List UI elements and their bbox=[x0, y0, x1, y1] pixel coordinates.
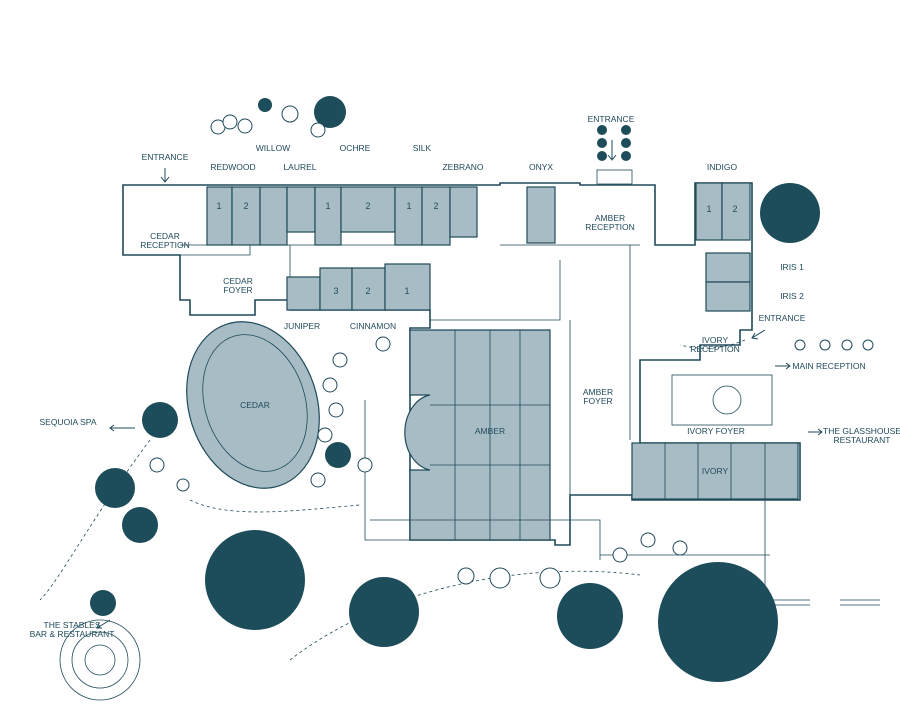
label-cedar: CEDAR bbox=[240, 400, 270, 410]
room-redwood-2[interactable] bbox=[231, 186, 261, 246]
room-cinnamon-1[interactable] bbox=[384, 263, 431, 311]
room-cinnamon-3[interactable] bbox=[319, 267, 353, 311]
room-number: 2 bbox=[433, 201, 438, 211]
label-stables: THE STABLES bbox=[44, 620, 101, 630]
label-iris-2: IRIS 2 bbox=[780, 291, 804, 301]
room-cedar[interactable] bbox=[166, 304, 340, 505]
room-silk-1[interactable] bbox=[394, 186, 423, 246]
room-willow[interactable] bbox=[259, 186, 288, 246]
label-cedar-reception: RECEPTION bbox=[140, 240, 190, 250]
label-main-reception: MAIN RECEPTION bbox=[792, 361, 865, 371]
room-ochre-2[interactable] bbox=[340, 186, 396, 233]
label-glasshouse: RESTAURANT bbox=[834, 435, 891, 445]
room-iris-1[interactable] bbox=[705, 252, 751, 283]
tree-icon bbox=[349, 577, 419, 647]
room-indigo-2[interactable] bbox=[721, 182, 751, 241]
label-sequoia-spa: SEQUOIA SPA bbox=[39, 417, 96, 427]
label-indigo: INDIGO bbox=[707, 162, 738, 172]
garden-paths bbox=[39, 339, 880, 661]
label-ochre: OCHRE bbox=[340, 143, 371, 153]
tree-icon bbox=[95, 468, 135, 508]
ivory-foyer-furniture bbox=[671, 374, 773, 426]
labels: ENTRANCE ENTRANCE ENTRANCE REDWOOD WILLO… bbox=[30, 114, 900, 639]
tree-icon bbox=[142, 402, 178, 438]
arrow-entrance-west bbox=[160, 168, 170, 183]
label-amber: AMBER bbox=[475, 426, 505, 436]
arrow-entrance-east bbox=[751, 329, 766, 340]
arrows bbox=[96, 140, 823, 629]
tree-icon bbox=[90, 590, 116, 616]
label-entrance-west: ENTRANCE bbox=[142, 152, 189, 162]
label-zebrano: ZEBRANO bbox=[442, 162, 483, 172]
label-cedar-foyer: CEDAR bbox=[223, 276, 253, 286]
building-outline bbox=[122, 169, 801, 546]
room-number: 1 bbox=[406, 201, 411, 211]
room-laurel[interactable] bbox=[286, 186, 316, 233]
tree-icon bbox=[658, 562, 778, 682]
room-number: 2 bbox=[243, 201, 248, 211]
label-entrance-north: ENTRANCE bbox=[588, 114, 635, 124]
label-amber-foyer: AMBER bbox=[583, 387, 613, 397]
label-willow: WILLOW bbox=[256, 143, 290, 153]
arrow-main-reception bbox=[775, 362, 791, 370]
room-ochre-1[interactable] bbox=[314, 186, 342, 246]
label-juniper: JUNIPER bbox=[284, 321, 320, 331]
room-number: 1 bbox=[404, 286, 409, 296]
label-redwood: REDWOOD bbox=[210, 162, 255, 172]
tree-icon bbox=[557, 583, 623, 649]
tree-icon bbox=[760, 183, 820, 243]
label-glasshouse: THE GLASSHOUSE bbox=[823, 426, 900, 436]
tree-icon bbox=[258, 98, 272, 112]
tree-icon bbox=[325, 442, 351, 468]
room-number: 3 bbox=[333, 286, 338, 296]
arrow-entrance-north bbox=[607, 140, 617, 161]
label-ivory: IVORY bbox=[702, 466, 729, 476]
label-ivory-foyer: IVORY FOYER bbox=[687, 426, 745, 436]
room-number: 1 bbox=[216, 201, 221, 211]
label-amber-reception: AMBER bbox=[595, 213, 625, 223]
room-silk-2[interactable] bbox=[421, 186, 451, 246]
label-cedar-foyer: FOYER bbox=[223, 285, 252, 295]
room-ivory[interactable] bbox=[631, 442, 799, 500]
arrow-stables bbox=[96, 619, 111, 629]
room-number: 2 bbox=[365, 286, 370, 296]
room-cinnamon-2[interactable] bbox=[351, 267, 386, 311]
label-entrance-east: ENTRANCE bbox=[759, 313, 806, 323]
label-iris-1: IRIS 1 bbox=[780, 262, 804, 272]
tree-icon bbox=[314, 96, 346, 128]
label-cedar-reception: CEDAR bbox=[150, 231, 180, 241]
arrow-glasshouse bbox=[808, 428, 823, 436]
room-number: 2 bbox=[732, 204, 737, 214]
arrow-sequoia-spa bbox=[109, 424, 135, 432]
stables-building bbox=[59, 619, 141, 701]
trees bbox=[90, 96, 820, 682]
label-onyx: ONYX bbox=[529, 162, 553, 172]
label-amber-reception: RECEPTION bbox=[585, 222, 635, 232]
label-ivory-reception: RECEPTION bbox=[690, 344, 740, 354]
room-number: 2 bbox=[365, 201, 370, 211]
room-onyx[interactable] bbox=[526, 186, 556, 244]
room-amber[interactable] bbox=[404, 329, 551, 541]
room-juniper[interactable] bbox=[286, 276, 321, 311]
shrubs bbox=[149, 105, 874, 589]
top-rooms bbox=[206, 182, 751, 312]
room-redwood-1[interactable] bbox=[206, 186, 233, 246]
label-silk: SILK bbox=[413, 143, 432, 153]
room-iris-2[interactable] bbox=[705, 281, 751, 312]
room-zebrano[interactable] bbox=[449, 186, 478, 238]
label-cinnamon: CINNAMON bbox=[350, 321, 396, 331]
label-ivory-reception: IVORY bbox=[702, 335, 729, 345]
room-number: 1 bbox=[325, 201, 330, 211]
tree-icon bbox=[205, 530, 305, 630]
label-stables: BAR & RESTAURANT bbox=[30, 629, 115, 639]
room-number: 1 bbox=[706, 204, 711, 214]
label-laurel: LAUREL bbox=[283, 162, 316, 172]
label-amber-foyer: FOYER bbox=[583, 396, 612, 406]
tree-icon bbox=[122, 507, 158, 543]
room-numbers: 1 2 1 2 1 2 3 2 1 1 2 bbox=[216, 201, 737, 296]
